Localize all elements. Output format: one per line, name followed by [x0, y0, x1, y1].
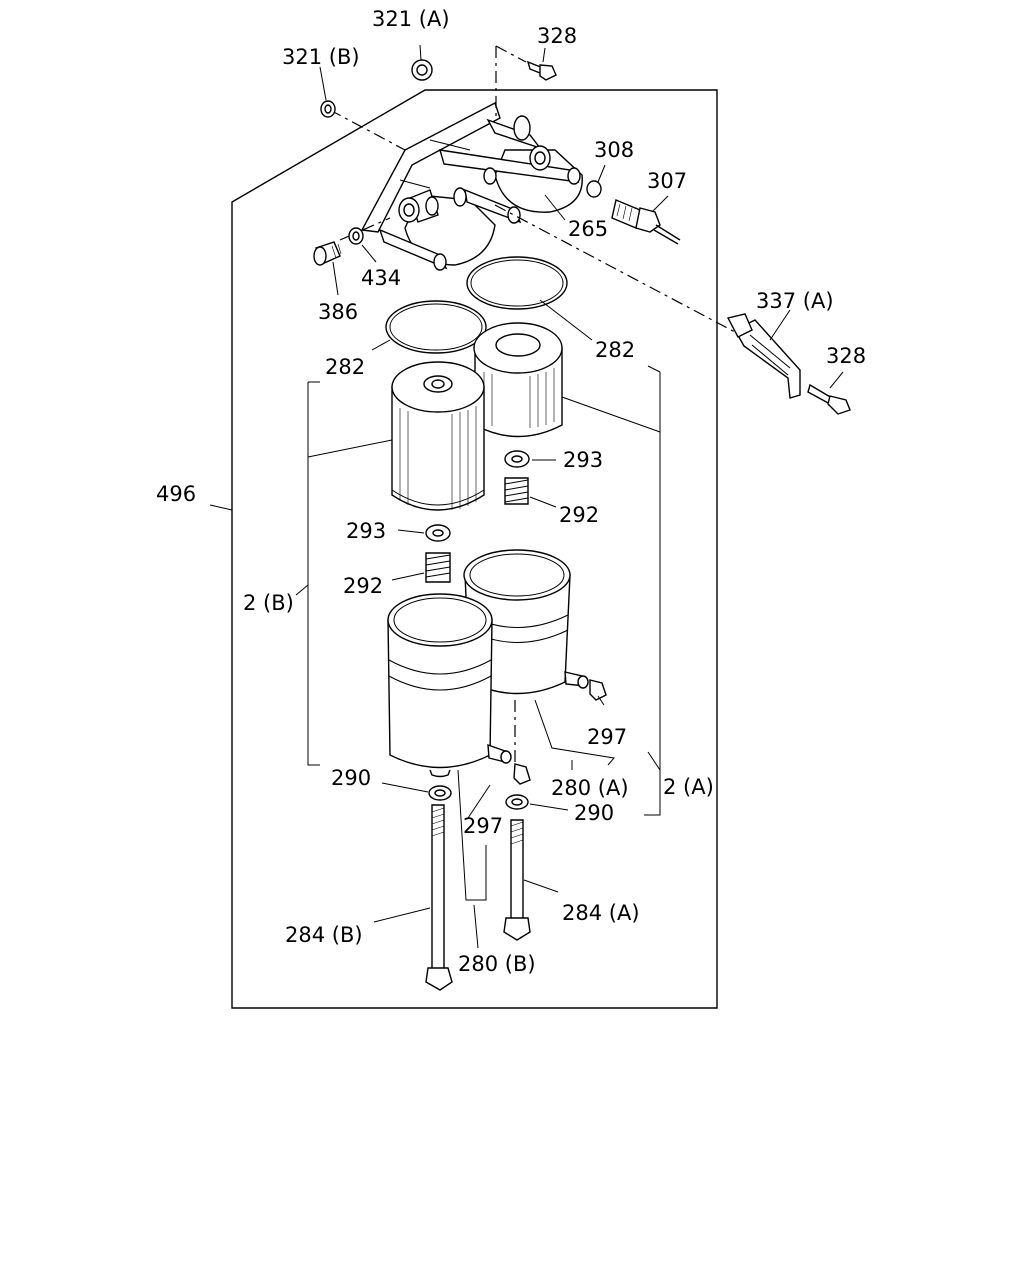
label-280a: 280 (A): [551, 776, 629, 800]
label-284b: 284 (B): [285, 923, 363, 947]
sensor-307-part: [611, 199, 681, 245]
label-293-right: 293: [563, 448, 603, 472]
plug-386-part: [313, 241, 342, 266]
label-321a: 321 (A): [372, 7, 450, 31]
label-2a: 2 (A): [663, 775, 714, 799]
label-496: 496: [156, 482, 196, 506]
label-292-right: 292: [559, 503, 599, 527]
label-293-left: 293: [346, 519, 386, 543]
label-308: 308: [594, 138, 634, 162]
label-297-right: 297: [587, 725, 627, 749]
label-328-top: 328: [537, 24, 577, 48]
label-284a: 284 (A): [562, 901, 640, 925]
label-307: 307: [647, 169, 687, 193]
bracket-337a-part: [726, 313, 801, 399]
filter-head-265: [360, 101, 583, 271]
washer-308-part: [586, 180, 602, 198]
label-282-left: 282: [325, 355, 365, 379]
label-434: 434: [361, 266, 401, 290]
assembly-frame: [231, 89, 718, 1009]
filter-case-280b: [387, 593, 531, 785]
label-386: 386: [318, 300, 358, 324]
label-292-left: 292: [343, 574, 383, 598]
leader-lines: [209, 44, 844, 949]
bolt-328-right-part: [807, 383, 851, 415]
oring-282-left-part: [385, 300, 487, 354]
filter-element-right: [473, 322, 563, 438]
label-280b: 280 (B): [458, 952, 536, 976]
center-bolt-284b-part: [425, 804, 453, 991]
spring-292-right-part: [504, 477, 529, 505]
bolt-328-top-part: [526, 60, 557, 81]
label-282-right: 282: [595, 338, 635, 362]
label-297-left: 297: [463, 814, 503, 838]
oring-282-right-part: [466, 256, 568, 310]
label-2b: 2 (B): [243, 591, 294, 615]
spring-292-left-part: [425, 552, 451, 583]
label-290-left: 290: [331, 766, 371, 790]
label-328-right: 328: [826, 344, 866, 368]
label-290-right: 290: [574, 801, 614, 825]
label-265: 265: [568, 217, 608, 241]
label-337a: 337 (A): [756, 289, 834, 313]
filter-element-left: [391, 361, 485, 511]
label-321b: 321 (B): [282, 45, 360, 69]
center-bolt-284a-part: [503, 819, 531, 941]
